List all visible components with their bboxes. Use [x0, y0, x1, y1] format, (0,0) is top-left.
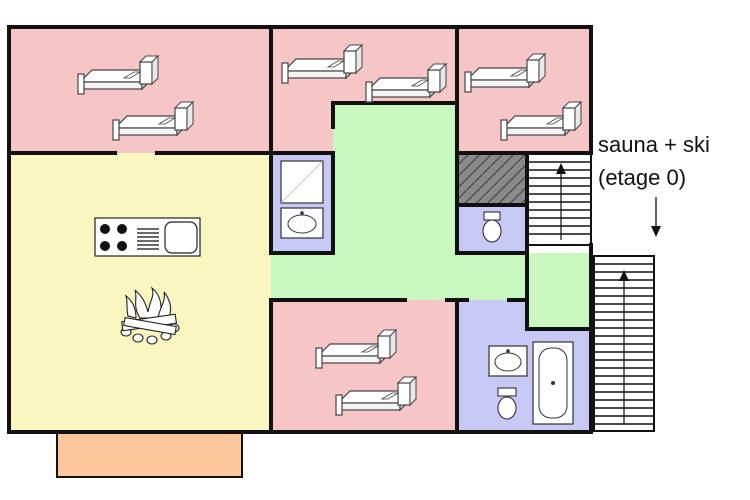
toilet-icon — [497, 387, 517, 420]
hallway — [271, 103, 591, 329]
cooktop-icon — [94, 217, 201, 257]
washbasin-icon — [488, 345, 528, 377]
staircase-icon — [526, 152, 592, 246]
bedroom-bottom — [271, 300, 457, 432]
terrace — [56, 429, 243, 478]
annotation-line-2: (etage 0) — [598, 165, 686, 190]
living-room — [9, 153, 271, 432]
down-arrow-icon — [651, 197, 661, 237]
staircase-icon — [593, 255, 655, 432]
annotation-line-1: sauna + ski — [598, 132, 710, 157]
fireplace-icon — [120, 286, 180, 345]
washbasin-icon — [280, 207, 324, 239]
bathtub-icon — [532, 341, 574, 425]
shower-icon — [280, 160, 324, 204]
storage-room — [457, 153, 527, 205]
toilet-icon — [482, 211, 502, 243]
